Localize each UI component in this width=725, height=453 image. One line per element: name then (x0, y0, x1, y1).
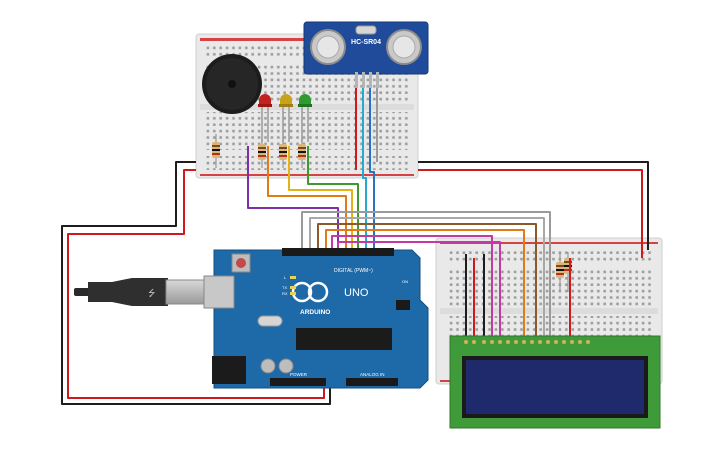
resistor-lcd-contrast (556, 252, 564, 292)
led-label-tx: TX (282, 285, 287, 290)
wire-orange-lcd (325, 229, 525, 340)
arduino-uno: ARDUINO UNO DIGITAL (PWM~) L TX RX ON PO… (203, 248, 429, 389)
resistor-led-green (298, 138, 306, 168)
analog-label: ANALOG IN (360, 372, 385, 377)
wire-brown-lcd (317, 223, 537, 340)
led-label-l: L (284, 275, 287, 280)
ultrasonic-sensor: HC-SR04 (303, 21, 429, 88)
wire-gray-lcd-1 (301, 211, 551, 340)
on-label: ON (402, 279, 408, 284)
arduino-model-label: UNO (344, 287, 369, 299)
wire-black-ground (61, 161, 331, 405)
wire-magenta-lcd-1 (331, 235, 493, 340)
usb-cable: ⭍ (74, 278, 209, 306)
wire-green-led-green (307, 146, 359, 248)
led-red (258, 94, 272, 142)
lcd-16x2 (449, 335, 661, 429)
reset-button-cap (236, 258, 246, 268)
arduino-brand-label: ARDUINO (300, 309, 330, 316)
digital-header (282, 248, 394, 256)
wire-orange-led-red (267, 146, 347, 248)
capacitor-1 (260, 358, 276, 374)
led-label-rx: RX (282, 291, 288, 296)
wires (61, 88, 649, 405)
analog-header (346, 378, 398, 386)
lcd-screen (466, 360, 644, 414)
led-yellow (279, 94, 293, 142)
power-header (270, 378, 326, 386)
usb-jack (203, 275, 235, 309)
capacitor-2 (278, 358, 294, 374)
wire-red-top-right (418, 169, 643, 258)
piezo-buzzer (202, 54, 262, 114)
resistor-led-yellow (279, 138, 287, 168)
wire-black-top-right (418, 161, 649, 250)
wire-gray-lcd-2 (309, 217, 545, 340)
lcd-pin-strip (464, 340, 590, 344)
wire-red-power (67, 169, 325, 399)
wire-magenta-lcd-2 (337, 241, 501, 340)
digital-label: DIGITAL (PWM~) (334, 268, 373, 274)
resistor-buzzer (212, 134, 220, 168)
dc-power-jack (212, 356, 246, 384)
resistor-led-red (258, 138, 266, 168)
crystal (257, 315, 283, 327)
wire-blue-sensor-echo (369, 88, 375, 248)
usb-symbol-icon: ⭍ (148, 288, 156, 298)
power-label: POWER (290, 372, 308, 377)
led-green (298, 94, 312, 142)
wire-purple-buzzer (247, 146, 339, 248)
icsp-header (396, 300, 410, 310)
sensor-pins (355, 72, 379, 88)
sensor-model-label: HC-SR04 (351, 39, 381, 46)
atmega-chip (296, 328, 392, 350)
